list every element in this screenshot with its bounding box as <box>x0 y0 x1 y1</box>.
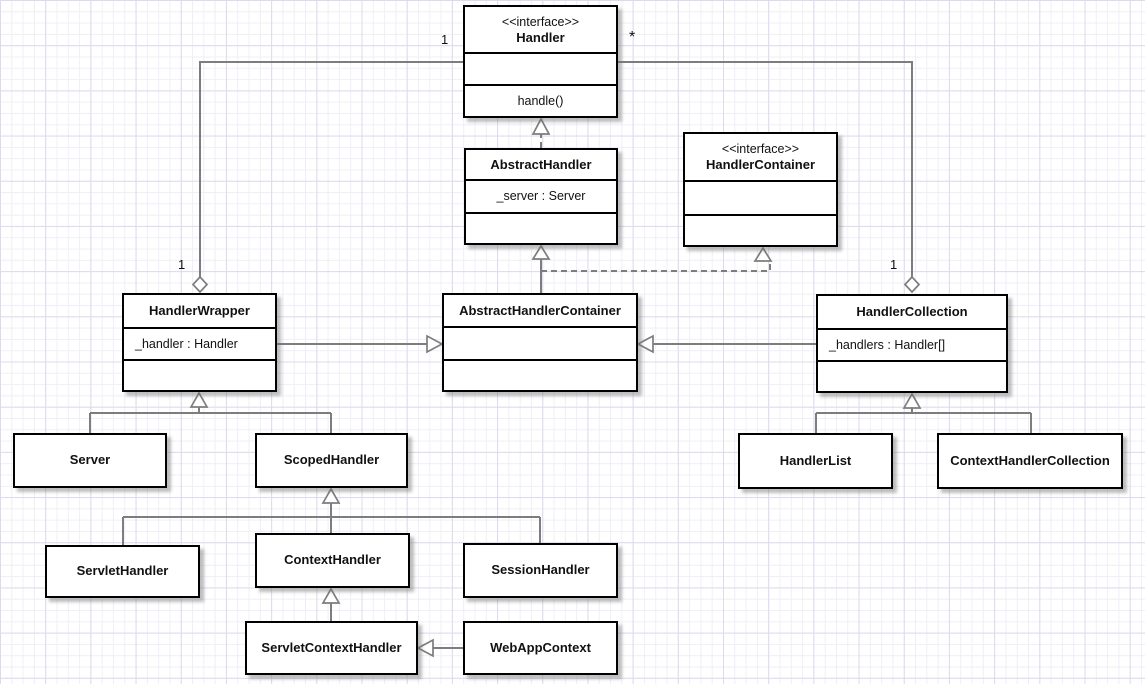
stereotype-label: <<interface>> <box>501 14 580 29</box>
class-name: Server <box>69 452 111 467</box>
class-name: HandlerWrapper <box>149 303 250 319</box>
generalization-abstracthandlercontainer-abstracthandler <box>531 244 551 293</box>
class-title-compartment: HandlerCollection <box>818 296 1006 328</box>
generalization-triangle <box>189 391 209 408</box>
class-attributes-compartment <box>465 52 616 84</box>
generalization-triangle <box>321 487 341 504</box>
generalization-tree-handlerwrapper-children <box>89 391 332 433</box>
aggregation-handler-handlerwrapper <box>191 61 463 294</box>
class-box-servletcontexthandler[interactable]: ServletContextHandler <box>245 621 418 675</box>
class-name: ServletHandler <box>76 563 169 578</box>
class-box-server[interactable]: Server <box>13 433 167 488</box>
method-label: handle() <box>517 94 564 109</box>
class-box-handlercontainer[interactable]: <<interface>> HandlerContainer <box>683 132 838 247</box>
class-attributes-compartment <box>685 180 836 214</box>
class-box-scopedhandler[interactable]: ScopedHandler <box>255 433 408 488</box>
attribute-label: _server : Server <box>496 189 586 204</box>
class-title-compartment: HandlerWrapper <box>124 295 275 327</box>
generalization-triangle <box>416 638 434 658</box>
class-box-contexthandlercollection[interactable]: ContextHandlerCollection <box>937 433 1123 489</box>
class-box-abstracthandler[interactable]: AbstractHandler _server : Server <box>464 148 618 245</box>
generalization-tree-scopedhandler-children <box>122 487 541 545</box>
class-attributes-compartment: _handlers : Handler[] <box>818 327 1006 361</box>
class-box-servlethandler[interactable]: ServletHandler <box>45 545 200 598</box>
generalization-servletcontexthandler-contexthandler <box>321 587 341 621</box>
class-attributes-compartment: _server : Server <box>466 178 616 213</box>
class-methods-compartment: handle() <box>465 84 616 116</box>
generalization-handlerwrapper-abstracthandlercontainer <box>277 334 444 354</box>
class-title-compartment: AbstractHandler <box>466 150 616 179</box>
generalization-triangle <box>531 244 551 260</box>
generalization-tree-handlercollection-children <box>815 392 1032 433</box>
class-name: AbstractHandlerContainer <box>459 302 621 318</box>
class-methods-compartment <box>466 212 616 243</box>
class-title-compartment: <<interface>> HandlerContainer <box>685 134 836 180</box>
class-name: ContextHandler <box>284 552 381 567</box>
generalization-handlercollection-abstracthandlercontainer <box>636 334 816 354</box>
class-title-compartment: <<interface>> Handler <box>465 7 616 52</box>
class-name: HandlerList <box>779 452 852 468</box>
class-name: WebAppContext <box>490 639 591 655</box>
generalization-triangle <box>902 392 922 409</box>
class-attributes-compartment: _handler : Handler <box>124 326 275 360</box>
class-methods-compartment <box>444 359 636 390</box>
attribute-label: _handler : Handler <box>135 336 238 351</box>
class-name: HandlerContainer <box>705 157 816 173</box>
class-box-handlercollection[interactable]: HandlerCollection _handlers : Handler[] <box>816 294 1008 393</box>
class-box-handlerwrapper[interactable]: HandlerWrapper _handler : Handler <box>122 293 277 392</box>
multiplicity-label: 1 <box>178 257 186 272</box>
class-box-abstracthandlercontainer[interactable]: AbstractHandlerContainer <box>442 293 638 392</box>
class-title-compartment: AbstractHandlerContainer <box>444 295 636 326</box>
class-name: HandlerCollection <box>856 304 968 320</box>
class-box-webappcontext[interactable]: WebAppContext <box>463 621 618 675</box>
class-methods-compartment <box>124 359 275 390</box>
generalization-triangle <box>531 117 551 135</box>
class-box-handler[interactable]: <<interface>> Handler handle() <box>463 5 618 118</box>
class-methods-compartment <box>685 214 836 245</box>
aggregation-handler-handlercollection <box>618 61 921 294</box>
generalization-webappcontext-servletcontexthandler <box>416 638 463 658</box>
class-name: Handler <box>516 29 565 45</box>
realization-abstracthandler-handler <box>531 117 551 148</box>
generalization-triangle <box>753 246 773 262</box>
class-name: ScopedHandler <box>283 452 380 467</box>
multiplicity-label: 1 <box>890 257 898 272</box>
multiplicity-label: 1 <box>441 32 449 47</box>
aggregation-diamond <box>191 275 209 294</box>
class-methods-compartment <box>818 360 1006 391</box>
attribute-label: _handlers : Handler[] <box>829 337 946 352</box>
class-name: AbstractHandler <box>490 156 592 172</box>
class-attributes-compartment <box>444 325 636 360</box>
generalization-triangle <box>321 587 341 604</box>
class-name: ServletContextHandler <box>261 639 402 655</box>
multiplicity-label: * <box>629 29 636 46</box>
class-name: SessionHandler <box>491 562 590 577</box>
class-box-contexthandler[interactable]: ContextHandler <box>255 533 410 588</box>
aggregation-diamond <box>903 275 921 294</box>
generalization-triangle <box>426 334 444 354</box>
realization-abstracthandlercontainer-handlercontainer <box>541 246 773 272</box>
class-name: ContextHandlerCollection <box>950 452 1110 468</box>
class-box-handlerlist[interactable]: HandlerList <box>738 433 893 489</box>
stereotype-label: <<interface>> <box>721 142 800 157</box>
generalization-triangle <box>636 334 654 354</box>
class-box-sessionhandler[interactable]: SessionHandler <box>463 543 618 598</box>
